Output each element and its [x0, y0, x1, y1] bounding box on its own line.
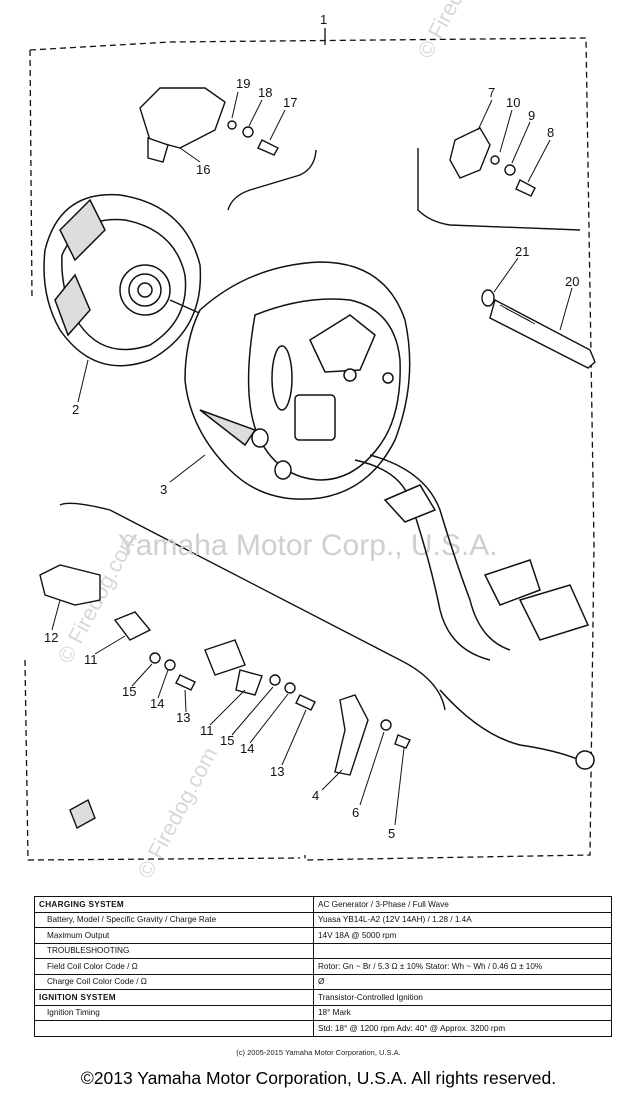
spec-label: Ignition Timing	[34, 1004, 314, 1021]
spec-row: Std: 18° @ 1200 rpm Adv: 40° @ Approx. 3…	[34, 1020, 612, 1037]
assembly-outline	[24, 37, 595, 861]
spec-row: Charge Coil Color Code / Ω Ø	[34, 973, 612, 990]
assembly-label: 1	[320, 12, 327, 27]
spec-row: TROUBLESHOOTING	[34, 942, 612, 959]
callout-13a: 13	[176, 710, 190, 725]
spec-row: Ignition Timing 18° Mark	[34, 1004, 612, 1021]
lower-bracket-parts	[39, 564, 411, 830]
spec-label	[34, 1020, 314, 1037]
exploded-parts-diagram: 1 Yamaha Motor Corp., U.S.A. © Firedog.c…	[24, 0, 596, 882]
callout-9: 9	[528, 108, 535, 123]
callout-7: 7	[488, 85, 495, 100]
spec-label: Field Coil Color Code / Ω	[34, 958, 314, 975]
callout-6: 6	[352, 805, 359, 820]
spec-row: Battery, Model / Specific Gravity / Char…	[34, 911, 612, 928]
spec-label: Maximum Output	[34, 927, 314, 944]
spec-value: 18° Mark	[313, 1004, 612, 1021]
callout-5: 5	[388, 826, 395, 841]
callout-15b: 15	[220, 733, 234, 748]
watermark-diagonal-top: © Firedog.com	[412, 0, 502, 62]
spec-value	[313, 942, 612, 959]
callout-11b: 11	[200, 723, 214, 738]
spec-table-body: CHARGING SYSTEM AC Generator / 3-Phase /…	[34, 896, 612, 1037]
brush-holder-part	[139, 87, 279, 163]
callout-20: 20	[565, 274, 579, 289]
callout-11a: 11	[84, 652, 98, 667]
callout-8: 8	[547, 125, 554, 140]
spec-row: CHARGING SYSTEM AC Generator / 3-Phase /…	[34, 896, 612, 913]
callout-13b: 13	[270, 764, 284, 779]
leader-lines	[51, 91, 573, 826]
callout-4: 4	[312, 788, 319, 803]
stator-housing-part	[184, 261, 411, 500]
callout-19: 19	[236, 76, 250, 91]
callout-12: 12	[44, 630, 58, 645]
callout-21: 21	[515, 244, 529, 259]
rotor-part	[43, 193, 216, 367]
sub-group-brackets	[59, 148, 581, 711]
watermark-diagonal-bottom: © Firedog.com	[132, 743, 222, 882]
spec-row: Field Coil Color Code / Ω Rotor: Gn ~ Br…	[34, 958, 612, 975]
spec-label: CHARGING SYSTEM	[34, 896, 314, 913]
spec-value: Ø	[313, 973, 612, 990]
spec-value: AC Generator / 3-Phase / Full Wave	[313, 896, 612, 913]
wiring-harness	[354, 454, 595, 770]
small-copyright-notice: (c) 2005-2015 Yamaha Motor Corporation, …	[236, 1048, 401, 1057]
spec-label: TROUBLESHOOTING	[34, 942, 314, 959]
spec-row: IGNITION SYSTEM Transistor-Controlled Ig…	[34, 989, 612, 1006]
callout-18: 18	[258, 85, 272, 100]
callout-14b: 14	[240, 741, 254, 756]
callout-2: 2	[72, 402, 79, 417]
callout-15a: 15	[122, 684, 136, 699]
callout-3: 3	[160, 482, 167, 497]
spec-value: Yuasa YB14L-A2 (12V 14AH) / 1.28 / 1.4A	[313, 911, 612, 928]
spec-label: IGNITION SYSTEM	[34, 989, 314, 1006]
pickup-coil-part	[449, 127, 536, 197]
callout-labels: 19 18 17 16 7 10 9 8 21 20 2 3 12 11 15 …	[44, 76, 579, 841]
main-copyright-notice: ©2013 Yamaha Motor Corporation, U.S.A. A…	[80, 1068, 557, 1088]
specification-table: CHARGING SYSTEM AC Generator / 3-Phase /…	[34, 896, 612, 1037]
spec-label: Battery, Model / Specific Gravity / Char…	[34, 911, 314, 928]
mounting-bolt-part	[481, 289, 596, 369]
spec-value: 14V 18A @ 5000 rpm	[313, 927, 612, 944]
spec-row: Maximum Output 14V 18A @ 5000 rpm	[34, 927, 612, 944]
watermark-center: Yamaha Motor Corp., U.S.A.	[118, 529, 498, 562]
spec-value: Std: 18° @ 1200 rpm Adv: 40° @ Approx. 3…	[313, 1020, 612, 1037]
spec-value: Transistor-Controlled Ignition	[313, 989, 612, 1006]
spec-label: Charge Coil Color Code / Ω	[34, 973, 314, 990]
callout-16: 16	[196, 162, 210, 177]
callout-17: 17	[283, 95, 297, 110]
spec-value: Rotor: Gn ~ Br / 5.3 Ω ± 10% Stator: Wh …	[313, 958, 612, 975]
callout-14a: 14	[150, 696, 164, 711]
callout-10: 10	[506, 95, 520, 110]
